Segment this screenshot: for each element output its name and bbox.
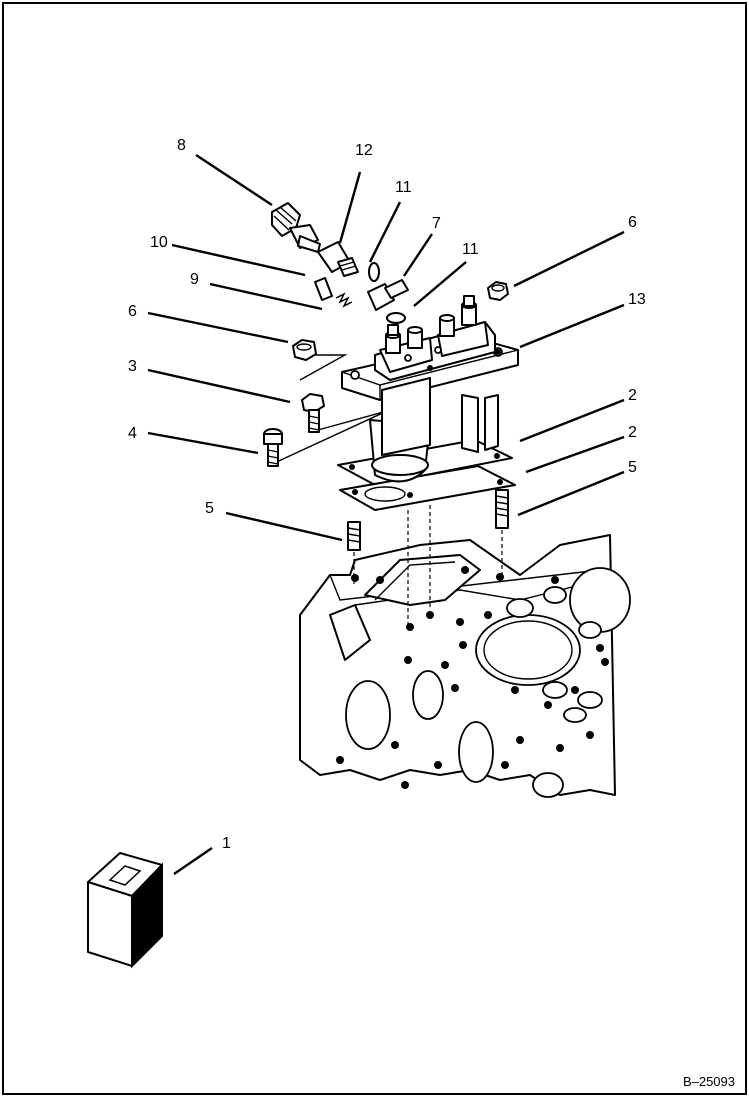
cold-start-device: [271, 202, 321, 253]
callout-13: 13: [628, 291, 646, 308]
callout-5-left: 5: [205, 500, 214, 517]
engine-block: [299, 534, 631, 798]
injection-pump: [341, 295, 519, 483]
nut-left: [292, 339, 317, 361]
washer-11-upper: [368, 262, 380, 282]
leader-lines: [147, 153, 625, 875]
nut-right: [487, 281, 509, 301]
bolt: [301, 393, 325, 433]
callout-7: 7: [432, 215, 441, 232]
callout-5-right: 5: [628, 459, 637, 476]
callout-12: 12: [355, 142, 373, 159]
stud-right: [495, 489, 509, 529]
callouts: 8 12 11 10 7 11 6 9 6 13 3 2 4 2 5 5 1: [128, 137, 646, 852]
callout-3: 3: [128, 358, 137, 375]
callout-8: 8: [177, 137, 186, 154]
stud-left: [347, 521, 361, 551]
callout-6-right: 6: [628, 214, 637, 231]
callout-2-upper: 2: [628, 387, 637, 404]
callout-4: 4: [128, 425, 137, 442]
callout-11-upper: 11: [395, 179, 412, 196]
kit-box: [87, 852, 163, 969]
callout-6-left: 6: [128, 303, 137, 320]
socket-bolt: [263, 428, 283, 467]
spring-9: [335, 292, 353, 308]
callout-2-lower: 2: [628, 424, 637, 441]
block-holes: [336, 566, 609, 789]
callout-9: 9: [190, 271, 199, 288]
gasket-lower: [339, 465, 516, 511]
callout-1: 1: [222, 835, 231, 852]
washer-11-lower: [386, 312, 406, 324]
callout-10: 10: [150, 234, 168, 251]
connector-12: [317, 241, 359, 277]
callout-11-lower: 11: [462, 241, 479, 258]
banjo-bolt-10: [314, 277, 333, 301]
figure-reference-code: B–25093: [682, 1074, 735, 1089]
fitting-7: [367, 279, 409, 311]
